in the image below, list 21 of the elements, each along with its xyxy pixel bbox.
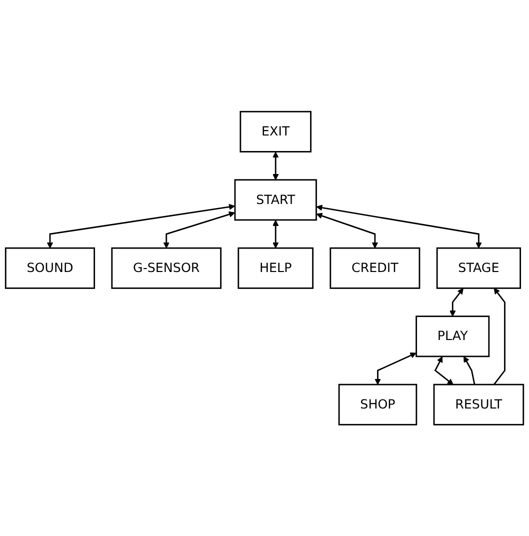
node-box: EXIT <box>240 110 312 152</box>
arrow <box>163 211 235 248</box>
arrow <box>450 288 464 316</box>
node-box: G-SENSOR <box>111 247 222 289</box>
arrow <box>316 204 482 248</box>
node-box: SOUND <box>4 247 96 289</box>
arrow <box>434 356 454 385</box>
node-box: STAGE <box>436 247 522 289</box>
arrow <box>374 352 416 385</box>
arrow <box>272 152 279 180</box>
arrow <box>316 212 378 248</box>
node-box: SHOP <box>338 384 418 426</box>
arrow <box>464 356 476 385</box>
node-box: PLAY <box>416 315 490 357</box>
node-box: HELP <box>238 247 314 289</box>
node-box: CREDIT <box>330 247 420 289</box>
arrow <box>493 288 506 385</box>
arrow <box>46 204 235 248</box>
node-box: RESULT <box>433 384 524 426</box>
arrow <box>272 220 279 248</box>
node-box: START <box>234 179 317 221</box>
